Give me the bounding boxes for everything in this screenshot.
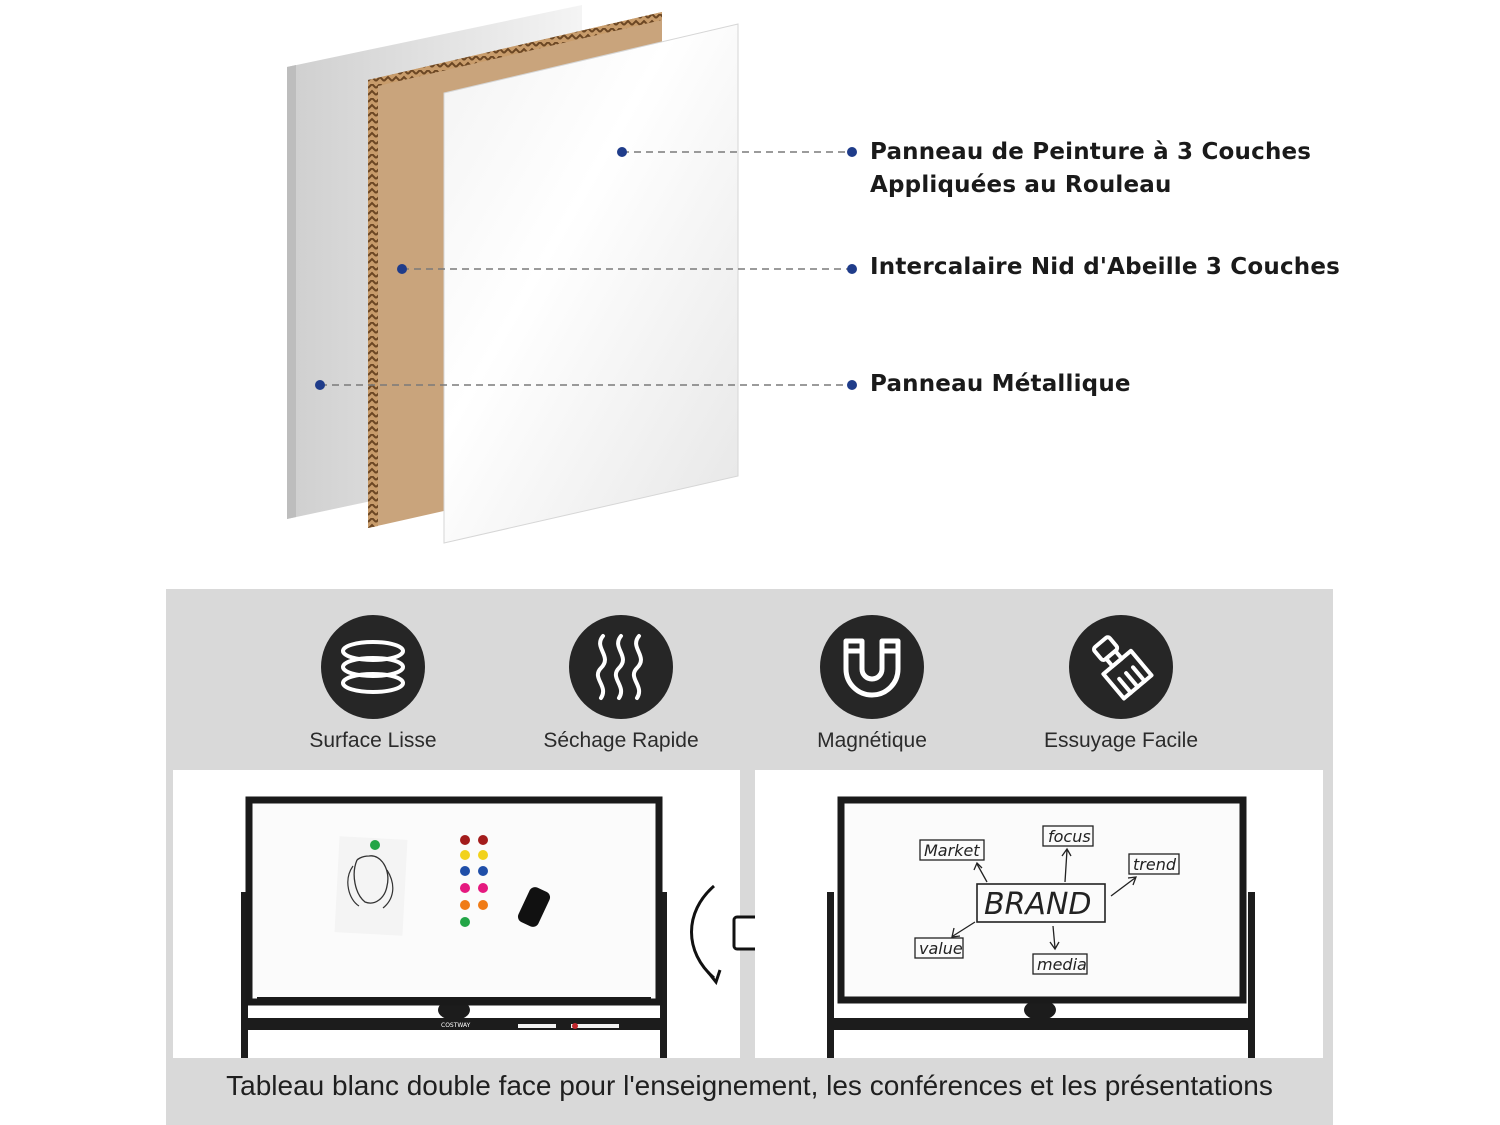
caption: Tableau blanc double face pour l'enseign… <box>226 1070 1273 1101</box>
magnet-icon <box>820 615 924 719</box>
mindmap-word-market: Market <box>924 841 980 860</box>
brand-mark: COSTWAY <box>441 1022 471 1029</box>
eraser-brush-icon <box>1069 615 1173 719</box>
feature-label: Magnétique <box>817 729 927 752</box>
leader-lines <box>320 151 852 386</box>
feature-label: Surface Lisse <box>309 729 437 752</box>
paint-panel <box>443 23 739 544</box>
callout-paint-line-1: Panneau de Peinture à 3 Couches <box>870 139 1312 165</box>
leader-dots <box>315 147 857 390</box>
layer-diagram <box>287 5 857 544</box>
mindmap-word-brand: BRAND <box>984 887 1092 922</box>
feature-quick-dry: Séchage Rapide <box>511 615 731 753</box>
callout-paint-line-2: Appliquées au Rouleau <box>870 172 1172 198</box>
callout-paint-panel: Panneau de Peinture à 3 Couches Appliqué… <box>870 136 1311 202</box>
mindmap-word-media: media <box>1037 955 1087 974</box>
feature-magnetic: Magnétique <box>762 615 982 753</box>
mindmap-word-focus: focus <box>1048 827 1091 846</box>
mindmap-word-value: value <box>919 939 963 958</box>
heat-waves-icon <box>569 615 673 719</box>
whiteboard-back-photo: Market focus trend BRAND value media <box>755 770 1323 1058</box>
feature-easy-wipe: Essuyage Facile <box>1011 615 1231 753</box>
mindmap-word-trend: trend <box>1133 855 1177 874</box>
callout-metal-line-1: Panneau Métallique <box>870 371 1131 397</box>
callout-honeycomb-line-1: Intercalaire Nid d'Abeille 3 Couches <box>870 254 1341 280</box>
callout-honeycomb: Intercalaire Nid d'Abeille 3 Couches <box>870 251 1340 284</box>
feature-label: Séchage Rapide <box>543 729 699 752</box>
callout-metal-panel: Panneau Métallique <box>870 368 1131 401</box>
feature-panel: Surface Lisse Séchage Rapide Magnétique <box>166 589 1333 1125</box>
feature-label: Essuyage Facile <box>1043 729 1199 752</box>
whiteboard-front-photo: COSTWAY <box>173 770 740 1058</box>
feature-smooth-surface: Surface Lisse <box>263 615 483 753</box>
layers-icon <box>321 615 425 719</box>
